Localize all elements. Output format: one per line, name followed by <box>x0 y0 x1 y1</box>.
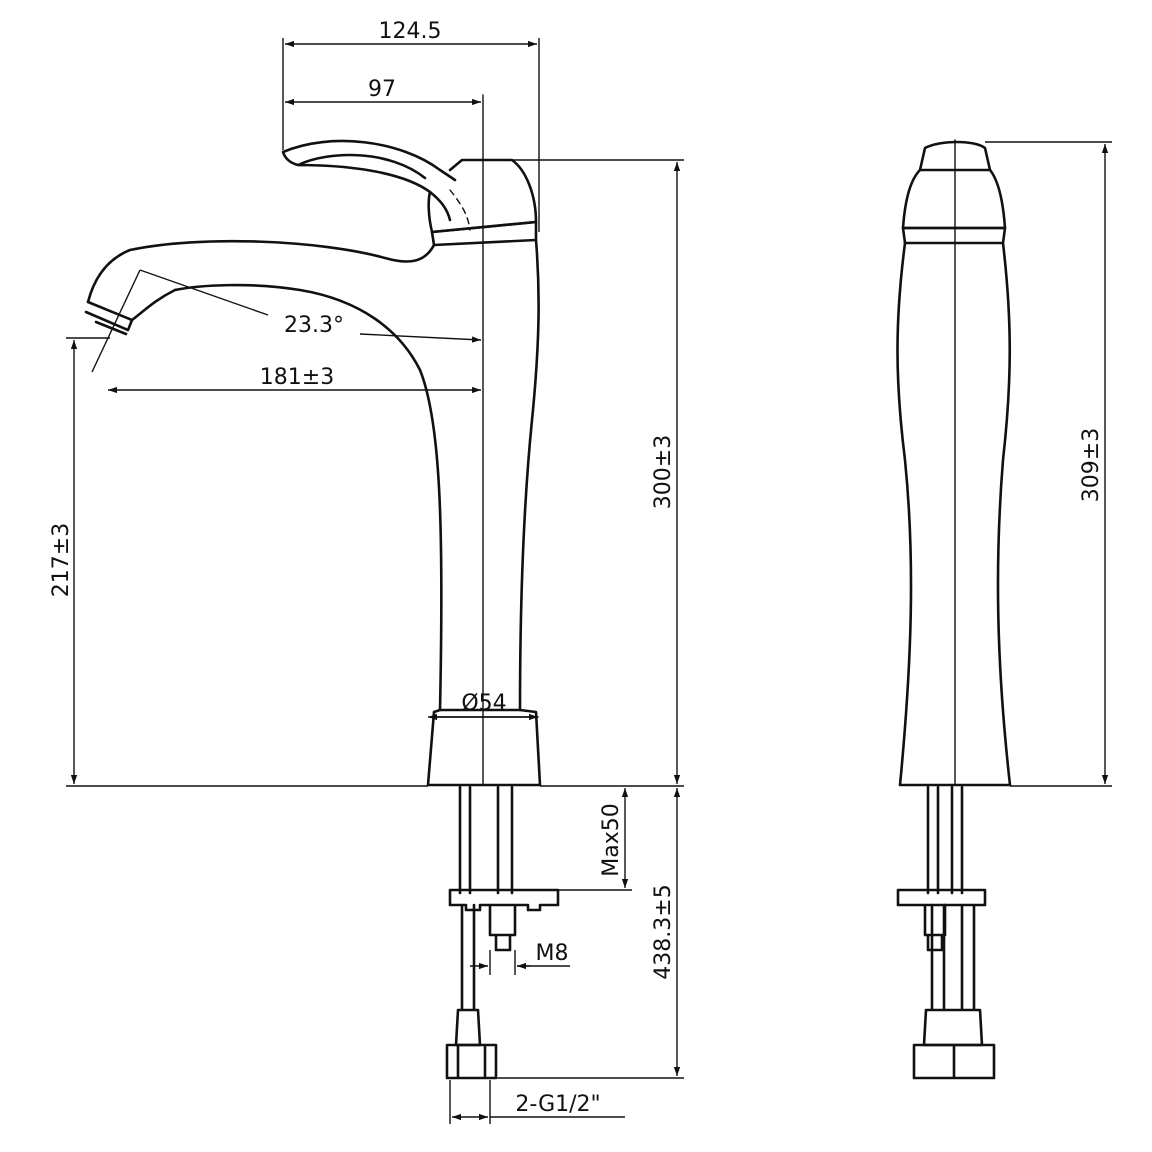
side-body <box>896 241 1012 787</box>
side-head <box>901 168 1007 230</box>
side-shanks <box>926 785 964 895</box>
side-rod <box>923 903 947 952</box>
dim-thread: M8 <box>536 941 569 966</box>
spout-tip <box>84 288 177 336</box>
dim-hose-connection: 2-G1/2" <box>515 1092 600 1117</box>
threaded-rod <box>488 903 517 952</box>
spout <box>86 239 443 712</box>
dim-width-spout: 97 <box>368 77 396 102</box>
dim-max-thickness: Max50 <box>599 803 624 876</box>
dim-shank-length: 438.3±5 <box>651 884 676 979</box>
mounting-plate <box>448 888 560 912</box>
shank-left <box>458 785 472 895</box>
hose-nut <box>445 1043 498 1080</box>
dim-base-diameter: Ø54 <box>461 691 506 716</box>
side-cap <box>918 140 992 172</box>
dim-height-side: 309±3 <box>1079 428 1104 502</box>
body-right-edge <box>518 238 540 712</box>
side-ring <box>901 226 1007 245</box>
cap-ring <box>430 220 538 247</box>
front-view <box>84 94 560 1080</box>
side-nut <box>912 1043 996 1080</box>
hose-left <box>454 903 482 1047</box>
shank-right <box>496 785 514 895</box>
dim-height-front: 300±3 <box>651 435 676 509</box>
side-view <box>896 139 1012 1080</box>
handle-dashed <box>449 189 471 231</box>
dimensions: 124.5 97 23.3° 181±3 217±3 300±3 309±3 Ø… <box>49 19 1112 1124</box>
dim-width-overall: 124.5 <box>379 19 442 44</box>
dim-spout-height: 217±3 <box>49 523 74 597</box>
dim-reach: 181±3 <box>260 365 334 390</box>
handle-lever <box>281 139 457 222</box>
side-plate <box>896 888 987 907</box>
side-hoses <box>922 903 984 1047</box>
dim-angle: 23.3° <box>284 313 344 338</box>
base <box>426 708 542 787</box>
